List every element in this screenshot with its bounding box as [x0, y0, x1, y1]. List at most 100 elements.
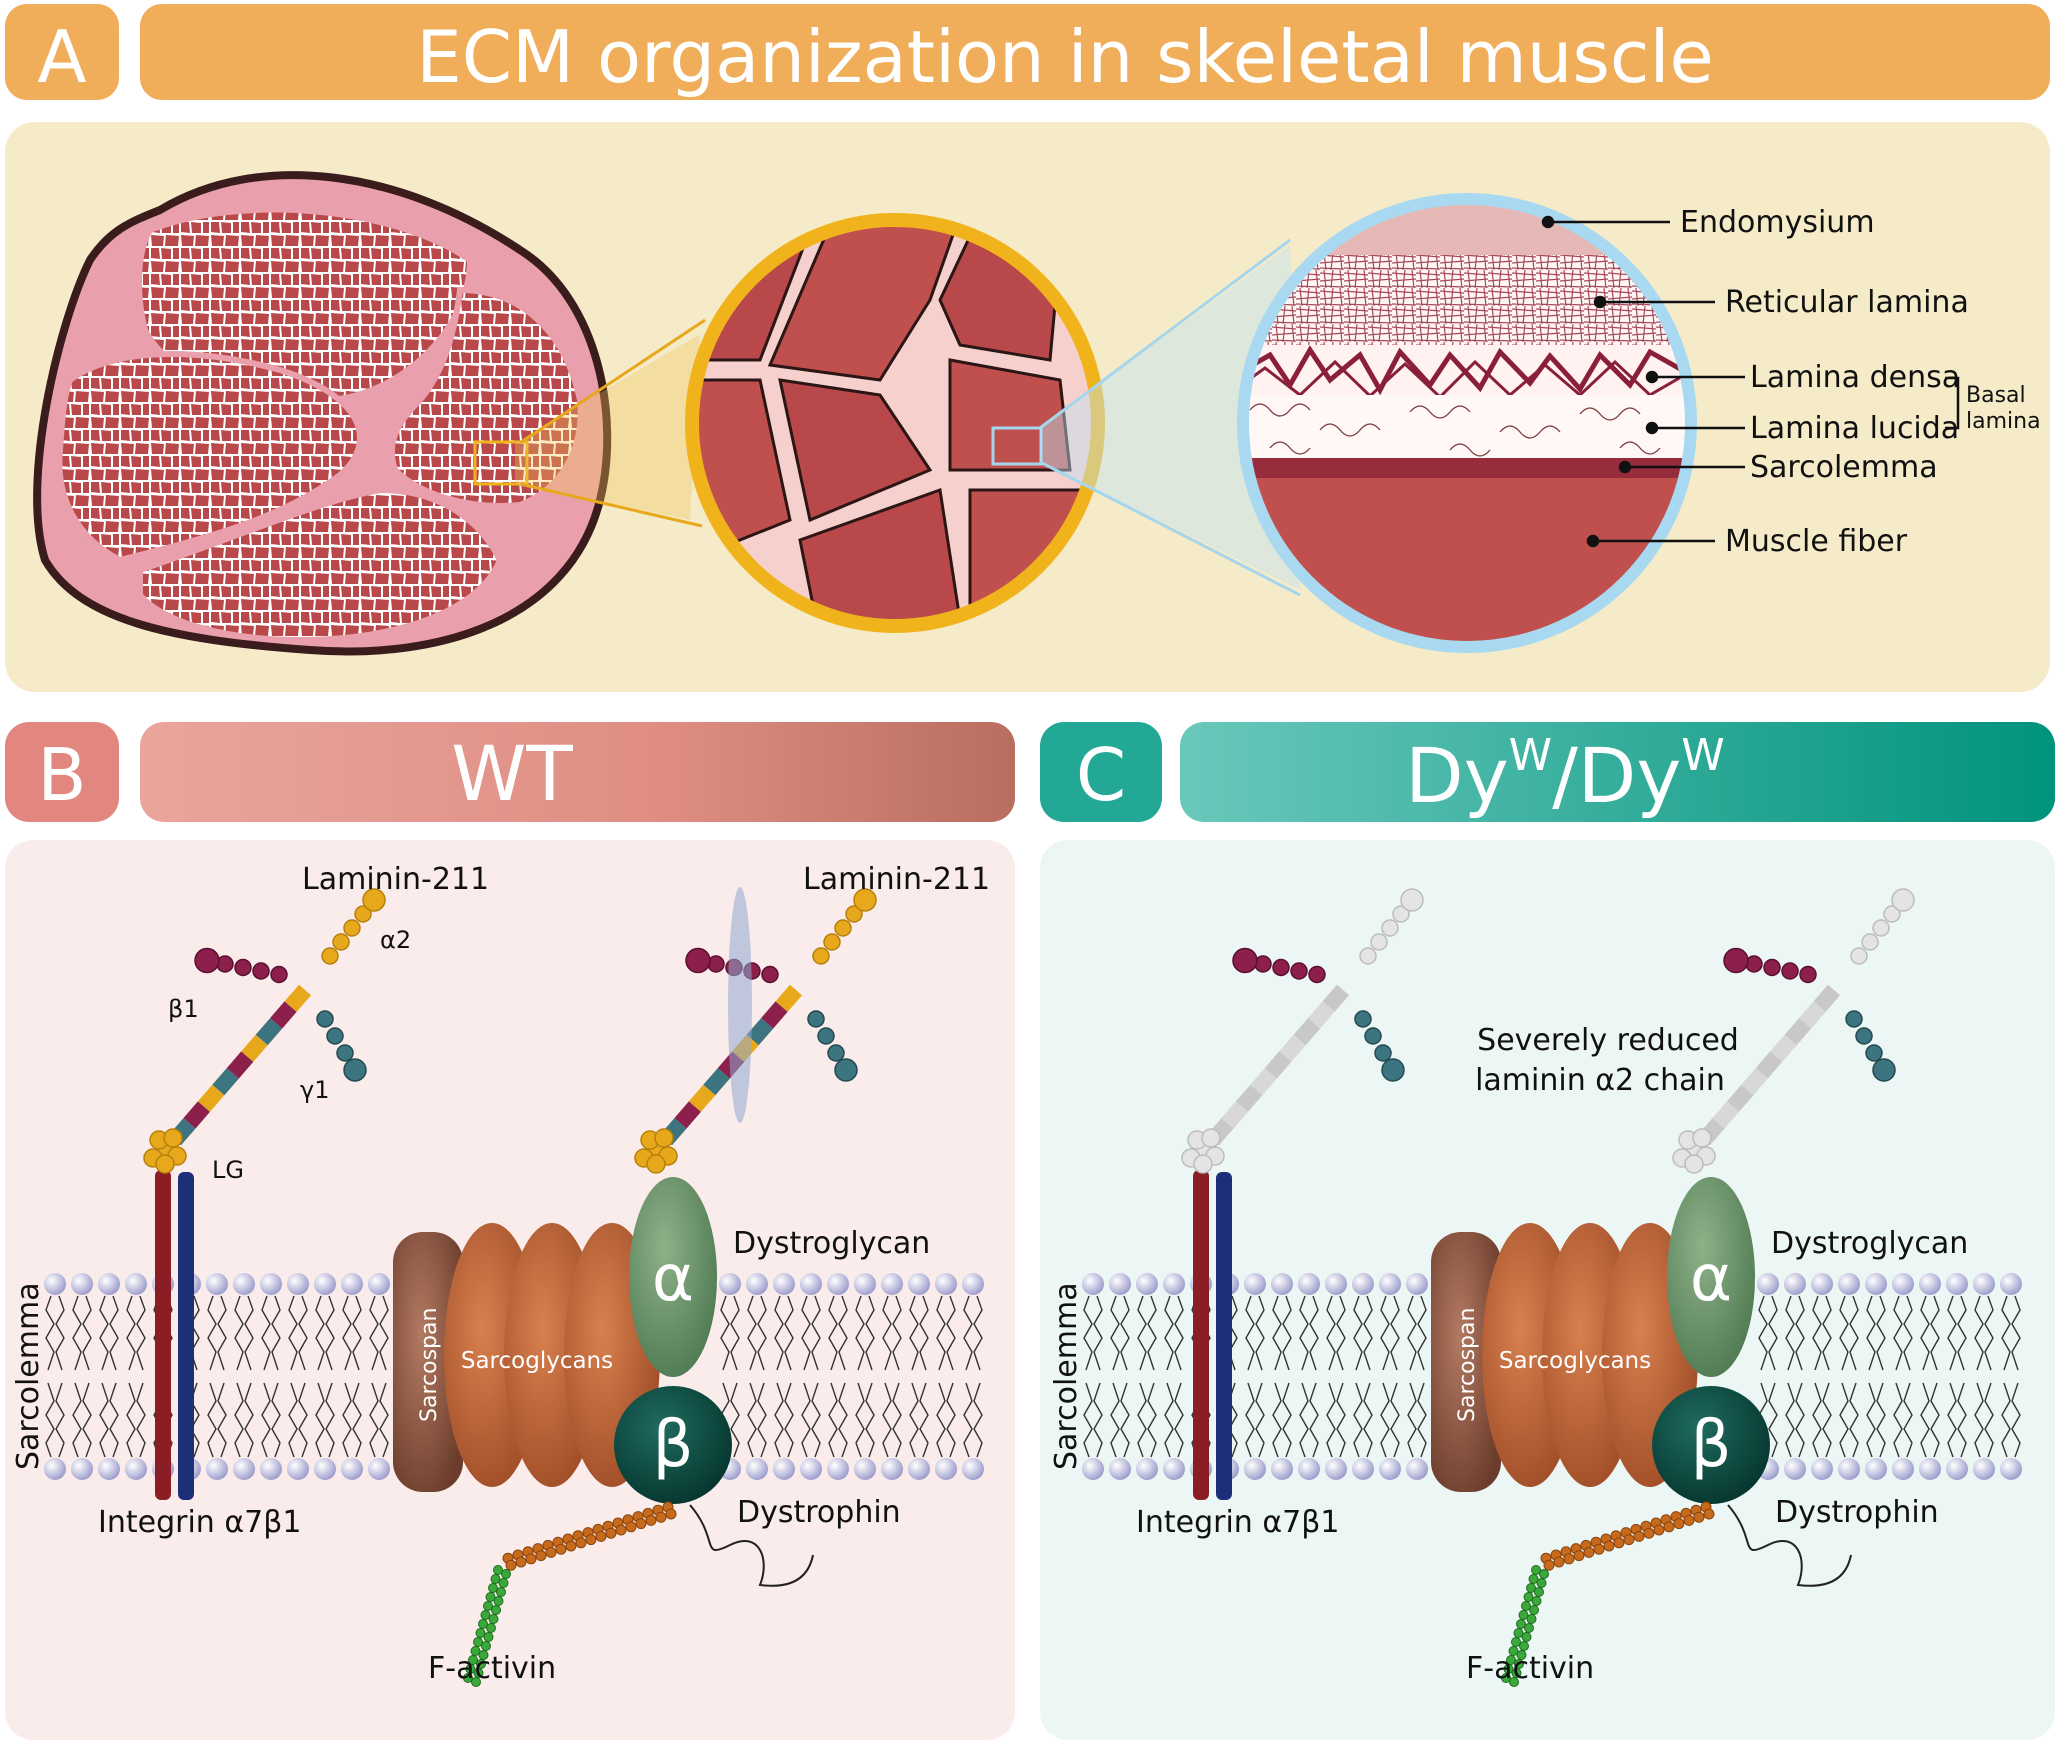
- sarcospan-b: [393, 1232, 463, 1492]
- gamma-chain-bead: [807, 1010, 825, 1028]
- lipid-tail: [126, 1295, 146, 1371]
- lipid-tail: [1920, 1295, 1940, 1371]
- lipid-head: [1136, 1458, 1158, 1480]
- beta-chain-bead: [1290, 962, 1308, 980]
- coiled-coil-segment: [703, 1068, 730, 1096]
- f-actin-bead: [1536, 1578, 1547, 1588]
- lipid-tail: [1245, 1295, 1265, 1371]
- beta-chain-bead: [1799, 965, 1817, 984]
- lipid-head: [71, 1273, 93, 1295]
- panel-c-letter: C: [1076, 733, 1126, 817]
- zoom-line-top: [519, 318, 706, 445]
- lipid-head: [368, 1273, 390, 1295]
- beta-chain-bead: [1723, 947, 1749, 974]
- f-actin-bead: [468, 1655, 478, 1665]
- lipid-tail: [882, 1295, 902, 1371]
- lipid-head: [341, 1458, 363, 1480]
- lipid-tail: [909, 1382, 929, 1458]
- gamma-chain-bead: [1845, 1010, 1863, 1028]
- lipid-tail: [1758, 1295, 1778, 1371]
- coiled-coil-segment: [761, 1001, 788, 1029]
- lipid-tail: [1785, 1295, 1805, 1371]
- dystrophin-bead: [635, 1518, 647, 1530]
- f-actin-bead: [485, 1592, 496, 1602]
- lipid-head: [827, 1458, 849, 1480]
- lipid-tail: [855, 1295, 875, 1371]
- lipid-head: [1271, 1458, 1293, 1480]
- dystrophin-bead: [1593, 1543, 1605, 1555]
- lipid-head: [125, 1273, 147, 1295]
- gamma-chain-bead: [326, 1027, 344, 1045]
- alpha-chain-bead: [1381, 919, 1399, 937]
- beta-chain-bead: [1308, 965, 1326, 984]
- dystrophin-bead: [1553, 1556, 1565, 1568]
- dystrophin-bead: [1563, 1553, 1575, 1565]
- lipid-head: [935, 1458, 957, 1480]
- lipid-head: [908, 1458, 930, 1480]
- label-dystrophin-b: Dystrophin: [737, 1495, 901, 1530]
- lipid-tail: [1272, 1382, 1292, 1458]
- label-gamma1: γ1: [300, 1076, 329, 1104]
- gamma-chain-bead: [1364, 1027, 1382, 1045]
- f-actin-bead: [475, 1628, 486, 1638]
- f-actin-bead: [486, 1623, 496, 1633]
- alpha-chain-bead: [1891, 888, 1915, 912]
- lipid-tail: [1839, 1382, 1859, 1458]
- alpha-chain-bead: [343, 919, 361, 937]
- f-actin-bead: [470, 1646, 481, 1656]
- lipid-tail: [1326, 1382, 1346, 1458]
- lipid-head: [125, 1458, 147, 1480]
- lipid-head: [962, 1458, 984, 1480]
- zoom-box: [473, 440, 529, 486]
- label-alpha-b: α: [652, 1242, 694, 1316]
- f-actin-bead: [463, 1673, 473, 1683]
- lipid-tail: [1866, 1295, 1886, 1371]
- f-actin-bead: [473, 1637, 483, 1647]
- label-basal: Basal: [1966, 383, 2026, 408]
- alpha-chain-bead: [1392, 905, 1410, 923]
- coiled-coil-segment: [1250, 1068, 1277, 1096]
- alpha-chain-bead: [845, 905, 863, 923]
- coiled-coil-segment: [284, 984, 312, 1012]
- coiled-coil-segment: [1235, 1084, 1263, 1112]
- f-actin-bead: [1514, 1659, 1524, 1669]
- panel-b-title: WT: [451, 729, 573, 818]
- f-actin-bead: [493, 1596, 504, 1606]
- f-actin-bead: [1513, 1628, 1524, 1638]
- label-sarcolemma-a: Sarcolemma: [1750, 450, 1938, 485]
- membrane-c: [1082, 1273, 2022, 1480]
- beta-dystroglycan-c: [1652, 1386, 1770, 1504]
- lipid-tail: [1137, 1382, 1157, 1458]
- lipid-tail: [342, 1382, 362, 1458]
- lg-domain: [163, 1128, 183, 1148]
- zoom-cone-2: [1040, 245, 1300, 590]
- lipid-head: [1082, 1458, 1104, 1480]
- label-laminin-left-b: Laminin-211: [302, 862, 489, 897]
- f-actin-bead: [1521, 1632, 1532, 1642]
- gamma-chain-bead: [1381, 1058, 1405, 1082]
- dystrophin-bead: [1623, 1534, 1635, 1546]
- lipid-head: [746, 1273, 768, 1295]
- panel-c-title-box: [1180, 722, 2055, 822]
- dystrophin-bead: [1703, 1508, 1715, 1520]
- lipid-tail: [45, 1382, 65, 1458]
- f-actin-bead: [1523, 1592, 1534, 1602]
- lipid-head: [1811, 1273, 1833, 1295]
- lipid-tail: [234, 1295, 254, 1371]
- dystrophin-bead: [1653, 1524, 1665, 1536]
- beta-chain-bead: [1781, 962, 1799, 980]
- dystrophin-bead: [525, 1553, 537, 1565]
- lipid-tail: [72, 1295, 92, 1371]
- lipid-head: [44, 1458, 66, 1480]
- panel-b-letter-box: [5, 722, 119, 822]
- muscle-cross-section: [33, 171, 612, 656]
- lipid-tail: [99, 1295, 119, 1371]
- lipid-head: [746, 1458, 768, 1480]
- fascicle-right: [388, 286, 584, 509]
- dystrophin-bead: [1643, 1527, 1655, 1539]
- laminin-reduced-right-c: [1672, 888, 1915, 1174]
- lipid-tail: [1974, 1295, 1994, 1371]
- beta-chain-bead: [685, 947, 711, 974]
- laminin-211-left-b: [143, 888, 386, 1174]
- lipid-head: [1163, 1273, 1185, 1295]
